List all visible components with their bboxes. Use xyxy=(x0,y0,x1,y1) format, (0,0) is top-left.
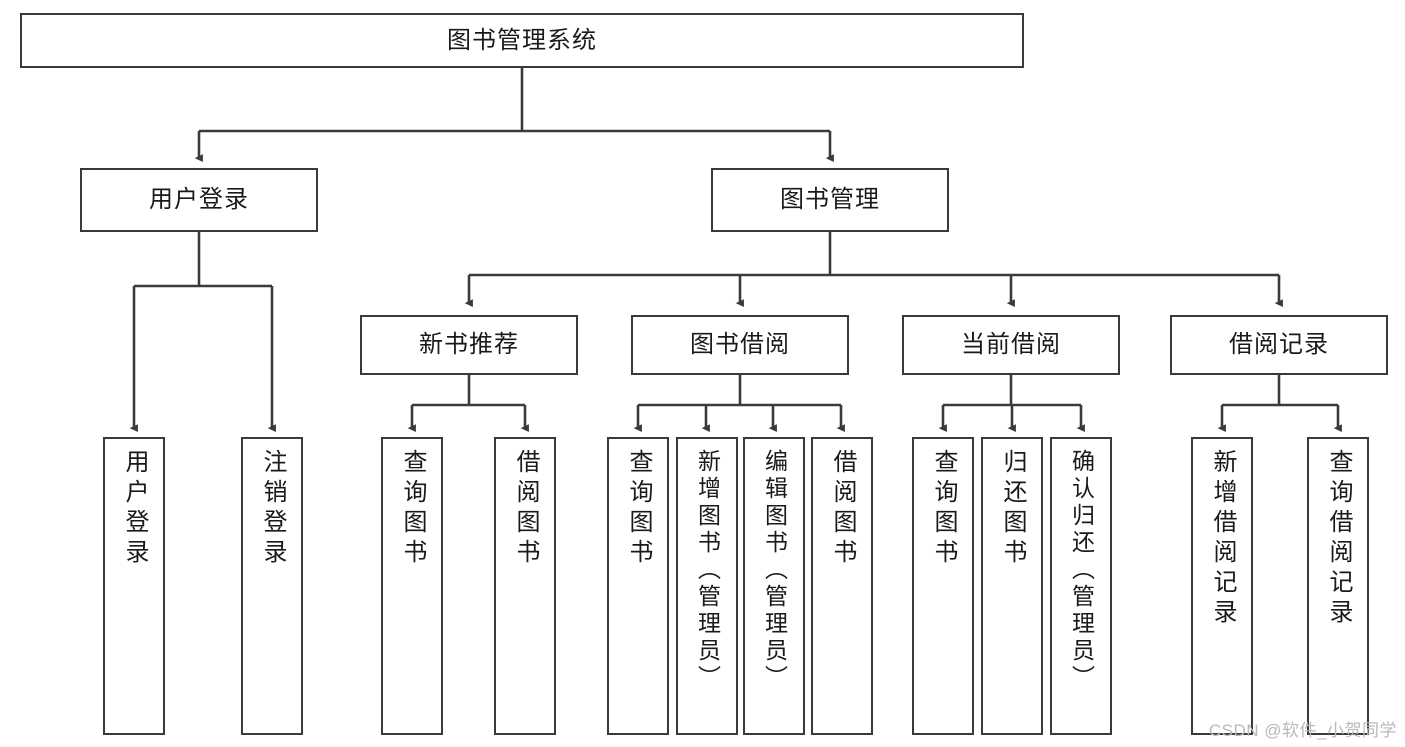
node-user-login-label: 用户登录 xyxy=(149,186,249,214)
leaf-borrow-book-recommend-label: 借阅图书 xyxy=(512,449,539,569)
node-root[interactable]: 图书管理系统 xyxy=(20,13,1024,68)
leaf-logout-label: 注销登录 xyxy=(259,449,286,569)
leaf-edit-book-admin[interactable]: 编辑图书（管理员） xyxy=(743,437,805,735)
leaf-query-book-current[interactable]: 查询图书 xyxy=(912,437,974,735)
csdn-watermark: CSDN @软件_小贺同学 xyxy=(1208,721,1397,740)
leaf-query-book-recommend-label: 查询图书 xyxy=(399,449,426,569)
leaf-edit-book-admin-label: 编辑图书（管理员） xyxy=(761,449,788,692)
node-new-book-recommend-label: 新书推荐 xyxy=(419,331,519,359)
leaf-query-book-borrow-label: 查询图书 xyxy=(625,449,652,569)
leaf-confirm-return-admin-label: 确认归还（管理员） xyxy=(1068,449,1095,692)
node-current-borrow-label: 当前借阅 xyxy=(961,331,1061,359)
node-new-book-recommend[interactable]: 新书推荐 xyxy=(360,315,578,375)
node-borrow-records[interactable]: 借阅记录 xyxy=(1170,315,1388,375)
leaf-user-login-label: 用户登录 xyxy=(121,449,148,569)
leaf-query-borrow-record-label: 查询借阅记录 xyxy=(1325,449,1352,629)
leaf-borrow-book-label: 借阅图书 xyxy=(829,449,856,569)
leaf-query-book-recommend[interactable]: 查询图书 xyxy=(381,437,443,735)
node-book-borrow-label: 图书借阅 xyxy=(690,331,790,359)
leaf-add-book-admin[interactable]: 新增图书（管理员） xyxy=(676,437,738,735)
node-user-login[interactable]: 用户登录 xyxy=(80,168,318,232)
leaf-return-book[interactable]: 归还图书 xyxy=(981,437,1043,735)
leaf-add-book-admin-label: 新增图书（管理员） xyxy=(694,449,721,692)
node-root-label: 图书管理系统 xyxy=(447,26,597,54)
leaf-query-book-current-label: 查询图书 xyxy=(930,449,957,569)
leaf-query-borrow-record[interactable]: 查询借阅记录 xyxy=(1307,437,1369,735)
leaf-borrow-book[interactable]: 借阅图书 xyxy=(811,437,873,735)
leaf-user-login[interactable]: 用户登录 xyxy=(103,437,165,735)
leaf-add-borrow-record-label: 新增借阅记录 xyxy=(1209,449,1236,629)
node-book-management-label: 图书管理 xyxy=(780,186,880,214)
leaf-logout[interactable]: 注销登录 xyxy=(241,437,303,735)
leaf-confirm-return-admin[interactable]: 确认归还（管理员） xyxy=(1050,437,1112,735)
node-book-management[interactable]: 图书管理 xyxy=(711,168,949,232)
leaf-add-borrow-record[interactable]: 新增借阅记录 xyxy=(1191,437,1253,735)
leaf-borrow-book-recommend[interactable]: 借阅图书 xyxy=(494,437,556,735)
leaf-query-book-borrow[interactable]: 查询图书 xyxy=(607,437,669,735)
node-current-borrow[interactable]: 当前借阅 xyxy=(902,315,1120,375)
leaf-return-book-label: 归还图书 xyxy=(999,449,1026,569)
node-book-borrow[interactable]: 图书借阅 xyxy=(631,315,849,375)
node-borrow-records-label: 借阅记录 xyxy=(1229,331,1329,359)
